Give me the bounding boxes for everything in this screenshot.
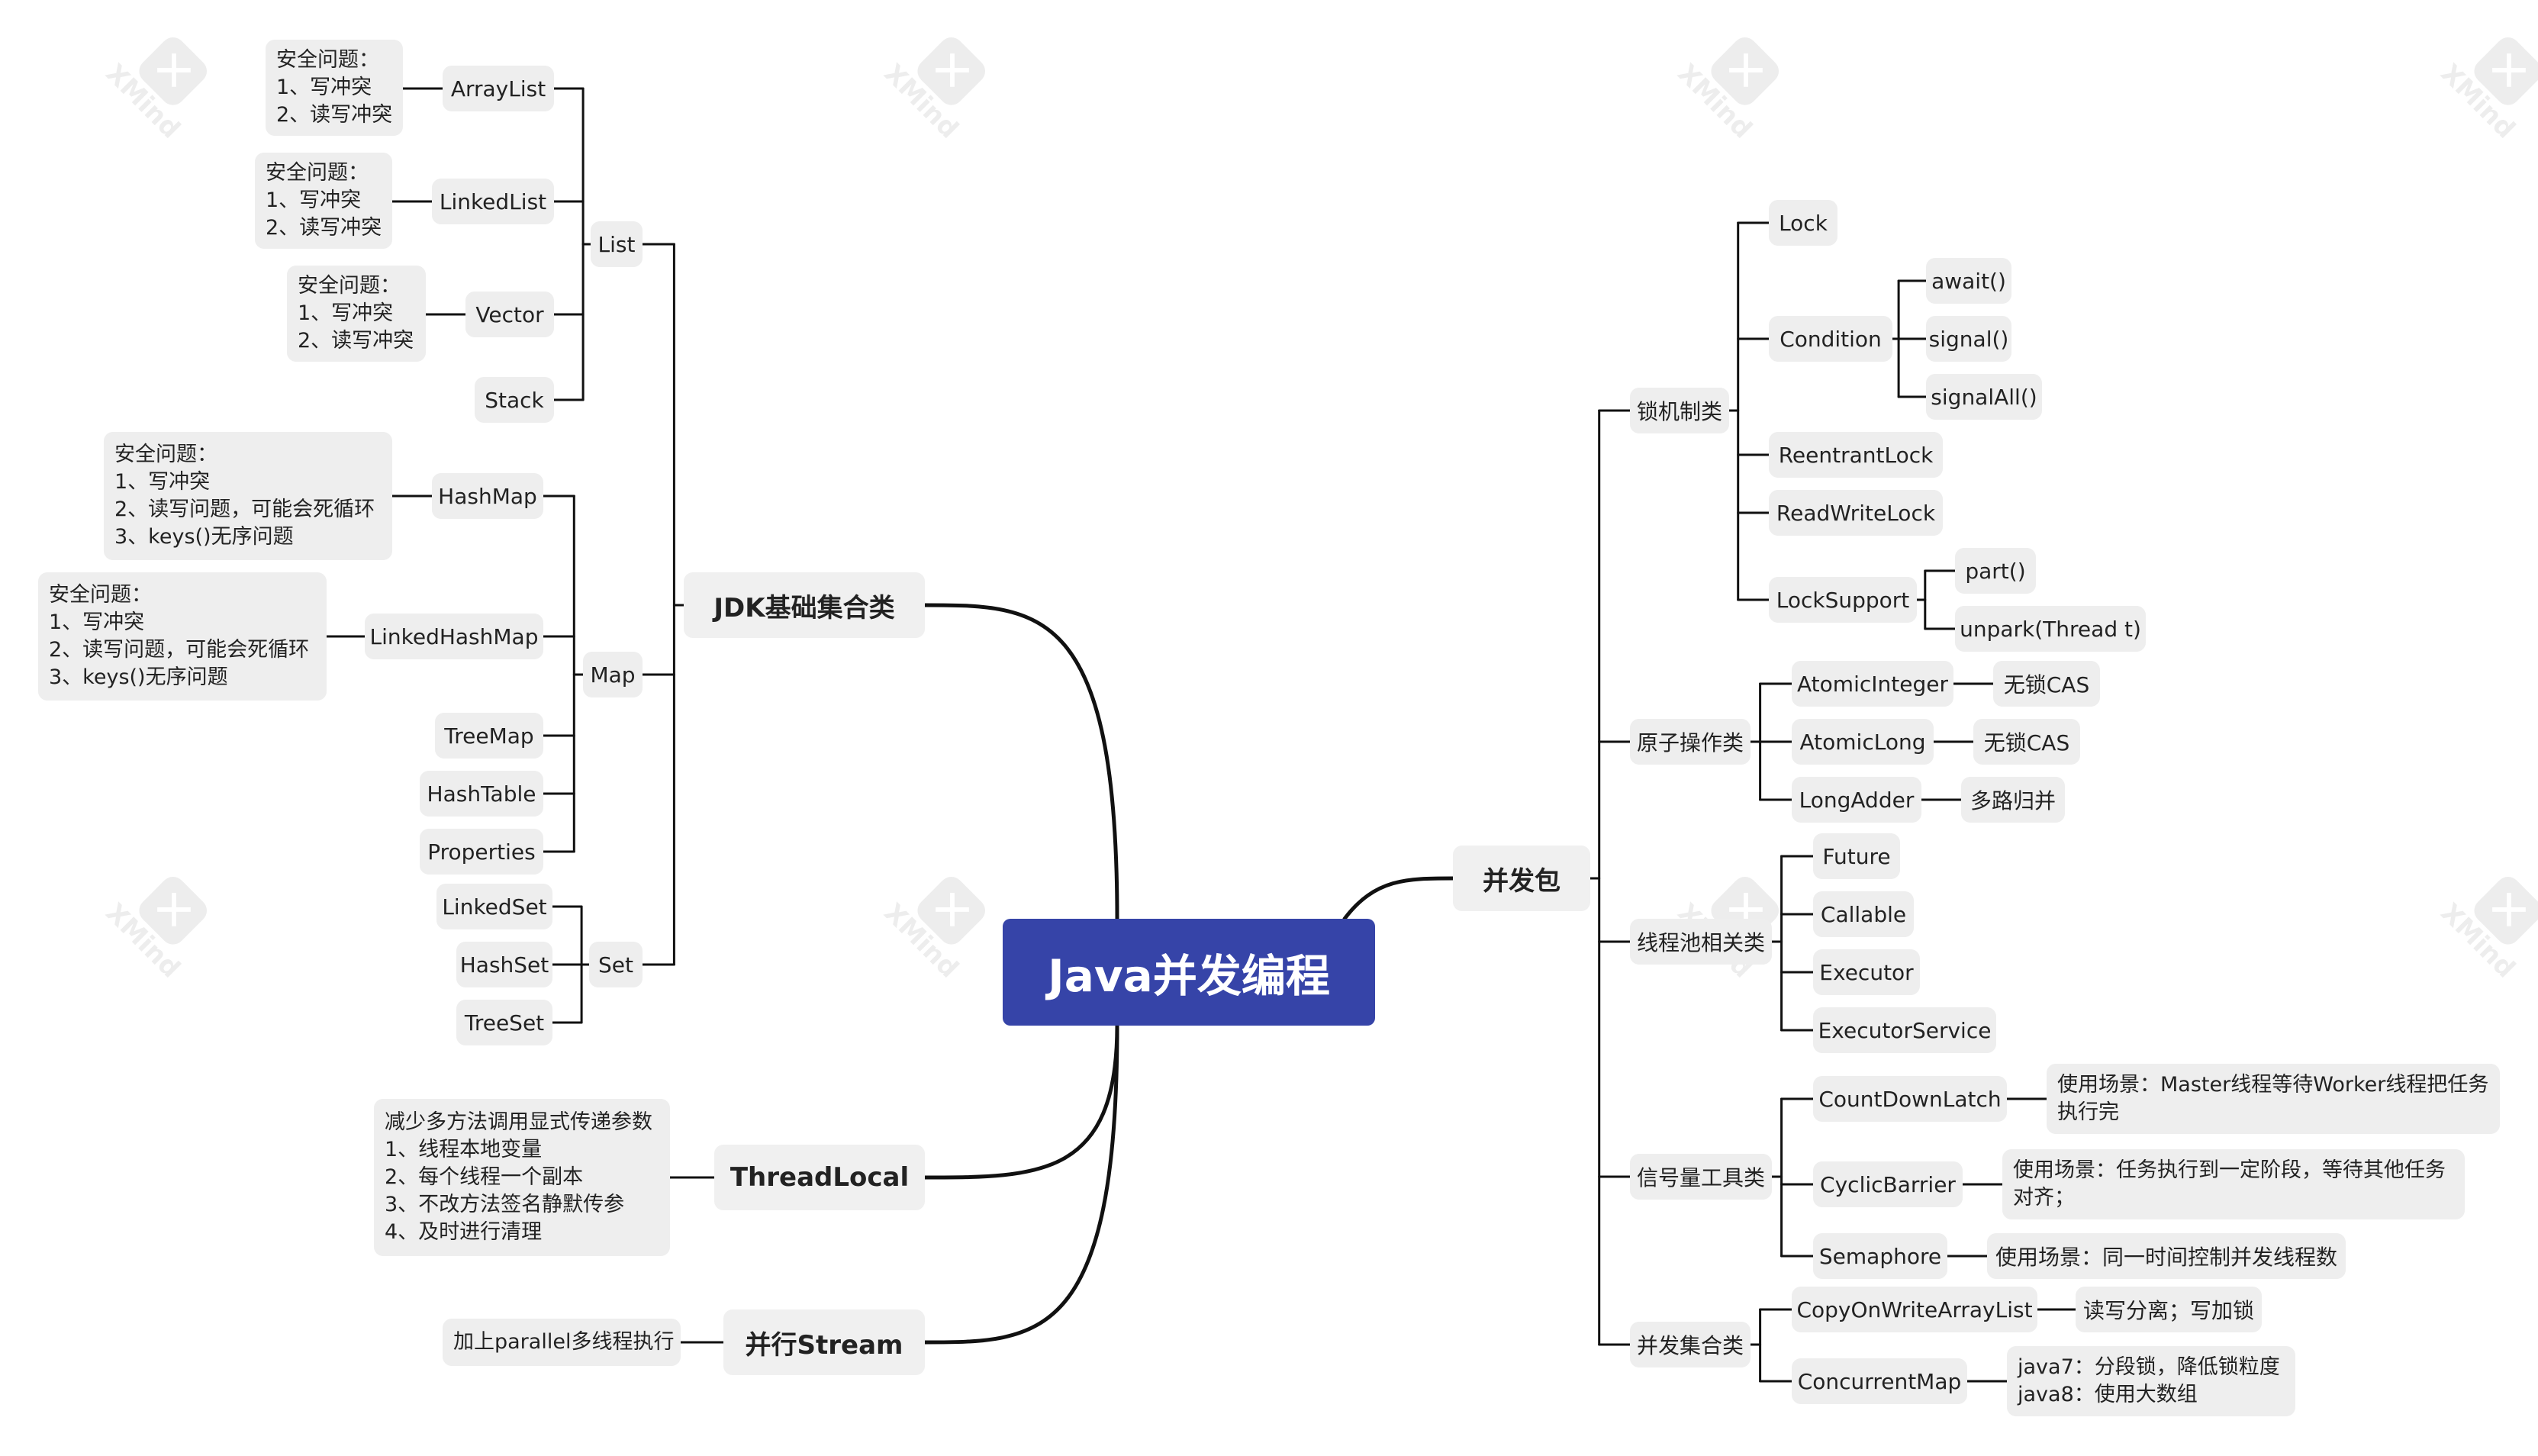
topic-semaphore[interactable]: Semaphore	[1813, 1233, 1947, 1279]
note-parallel-stream: 加上parallel多线程执行	[443, 1319, 681, 1366]
topic-hashtable[interactable]: HashTable	[420, 771, 543, 817]
method-signal[interactable]: signal()	[1926, 316, 2011, 362]
topic-map[interactable]: Map	[583, 652, 643, 697]
note-countdownlatch: 使用场景：Master线程等待Worker线程把任务 执行完	[2047, 1064, 2500, 1134]
topic-locksupport[interactable]: LockSupport	[1769, 577, 1917, 623]
note-threadlocal: 减少多方法调用显式传递参数 1、线程本地变量 2、每个线程一个副本 3、不改方法…	[374, 1099, 670, 1256]
root-topic[interactable]: Java并发编程	[1003, 919, 1375, 1026]
topic-countdownlatch[interactable]: CountDownLatch	[1813, 1076, 2007, 1122]
topic-thread-pool[interactable]: 线程池相关类	[1630, 919, 1772, 965]
topic-threadlocal[interactable]: ThreadLocal	[714, 1145, 925, 1210]
topic-linkedset[interactable]: LinkedSet	[436, 884, 552, 929]
topic-linkedlist[interactable]: LinkedList	[432, 179, 554, 224]
topic-treemap[interactable]: TreeMap	[435, 713, 543, 759]
topic-linkedhashmap[interactable]: LinkedHashMap	[365, 614, 543, 659]
note-linkedlist-safety: 安全问题： 1、写冲突 2、读写冲突	[255, 153, 392, 249]
topic-concurrentmap[interactable]: ConcurrentMap	[1792, 1358, 1967, 1404]
note-hashmap-safety: 安全问题： 1、写冲突 2、读写问题，可能会死循环 3、keys()无序问题	[104, 432, 392, 560]
method-await[interactable]: await()	[1926, 258, 2011, 304]
root-branch-curve	[923, 1023, 1119, 1345]
method-signalall[interactable]: signalAll()	[1926, 374, 2042, 420]
topic-stack[interactable]: Stack	[475, 377, 554, 423]
topic-parallel-stream[interactable]: 并行Stream	[723, 1309, 925, 1375]
note-cyclicbarrier: 使用场景：任务执行到一定阶段，等待其他任务 对齐；	[2002, 1149, 2465, 1219]
topic-readwritelock[interactable]: ReadWriteLock	[1769, 490, 1943, 536]
note-copyonwritearraylist: 读写分离；写加锁	[2076, 1287, 2262, 1332]
note-concurrentmap: java7：分段锁，降低锁粒度 java8：使用大数组	[2007, 1346, 2295, 1416]
root-branch-curve	[1342, 876, 1455, 921]
method-part[interactable]: part()	[1955, 548, 2036, 594]
topic-future[interactable]: Future	[1813, 833, 1900, 879]
topic-lock-mechanism[interactable]: 锁机制类	[1630, 388, 1729, 433]
topic-semaphore-tools[interactable]: 信号量工具类	[1630, 1154, 1772, 1200]
topic-atomicinteger[interactable]: AtomicInteger	[1792, 661, 1953, 707]
topic-set[interactable]: Set	[589, 942, 643, 987]
root-branch-curve	[923, 1023, 1119, 1180]
topic-jdk-collections[interactable]: JDK基础集合类	[684, 572, 925, 638]
note-longadder: 多路归并	[1961, 777, 2065, 823]
topic-atomiclong[interactable]: AtomicLong	[1792, 719, 1934, 765]
note-atomiclong: 无锁CAS	[1973, 719, 2080, 765]
topic-lock[interactable]: Lock	[1769, 200, 1837, 246]
topic-atomic-operations[interactable]: 原子操作类	[1630, 719, 1751, 765]
note-linkedhashmap-safety: 安全问题： 1、写冲突 2、读写问题，可能会死循环 3、keys()无序问题	[38, 572, 327, 701]
note-vector-safety: 安全问题： 1、写冲突 2、读写冲突	[287, 266, 426, 362]
topic-condition[interactable]: Condition	[1769, 316, 1892, 362]
topic-executor[interactable]: Executor	[1813, 949, 1920, 995]
topic-callable[interactable]: Callable	[1813, 891, 1914, 937]
note-arraylist-safety: 安全问题： 1、写冲突 2、读写冲突	[266, 40, 403, 136]
method-unpark[interactable]: unpark(Thread t)	[1955, 606, 2146, 652]
topic-arraylist[interactable]: ArrayList	[443, 66, 554, 111]
topic-concurrent-package[interactable]: 并发包	[1453, 846, 1590, 911]
root-branch-curve	[923, 603, 1119, 921]
topic-executorservice[interactable]: ExecutorService	[1813, 1007, 1996, 1053]
note-atomicinteger: 无锁CAS	[1993, 661, 2100, 707]
topic-properties[interactable]: Properties	[420, 829, 543, 875]
topic-treeset[interactable]: TreeSet	[456, 1000, 552, 1045]
topic-concurrent-collections[interactable]: 并发集合类	[1630, 1322, 1751, 1367]
topic-longadder[interactable]: LongAdder	[1792, 777, 1921, 823]
note-semaphore: 使用场景：同一时间控制并发线程数	[1987, 1233, 2346, 1279]
topic-copyonwritearraylist[interactable]: CopyOnWriteArrayList	[1792, 1287, 2037, 1332]
topic-reentrantlock[interactable]: ReentrantLock	[1769, 432, 1943, 478]
topic-list[interactable]: List	[591, 221, 643, 267]
topic-cyclicbarrier[interactable]: CyclicBarrier	[1813, 1161, 1963, 1207]
topic-hashset[interactable]: HashSet	[456, 942, 552, 987]
topic-vector[interactable]: Vector	[465, 292, 554, 337]
topic-hashmap[interactable]: HashMap	[432, 473, 543, 519]
